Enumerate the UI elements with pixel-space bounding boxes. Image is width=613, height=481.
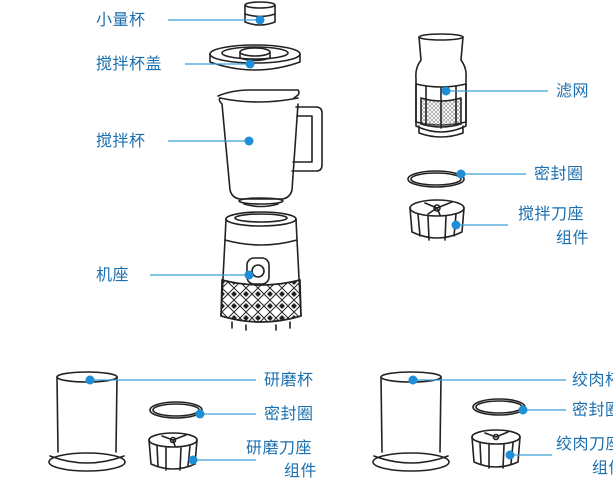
- label-blade-assembly-1-line1: 搅拌刀座: [518, 204, 585, 223]
- dot-small-cup: [255, 15, 265, 25]
- label-seal-2: 密封圈: [264, 404, 314, 423]
- seal-ring-3-drawing: [472, 398, 526, 416]
- label-blade-assembly-1-line2: 组件: [556, 228, 590, 247]
- label-grinder-cup: 研磨杯: [264, 370, 314, 389]
- label-base: 机座: [96, 265, 130, 284]
- dot-blade-3: [505, 450, 515, 460]
- dot-seal-3: [518, 405, 528, 415]
- label-blade-assembly-3-line1: 绞肉刀座: [556, 434, 613, 453]
- label-strainer: 滤网: [556, 81, 590, 100]
- blade-assembly-1-drawing: [409, 199, 465, 241]
- dot-seal-2: [195, 409, 205, 419]
- lid-drawing: [209, 44, 301, 71]
- dot-strainer: [441, 86, 451, 96]
- small-cup-drawing: [244, 1, 276, 26]
- seal-ring-2-drawing: [149, 401, 203, 419]
- label-jar: 搅拌杯: [96, 131, 146, 150]
- label-blade-assembly-2-line1: 研磨刀座: [246, 438, 313, 457]
- dot-lid: [245, 59, 255, 69]
- strainer-drawing: [415, 33, 467, 138]
- mincer-cup-drawing: [372, 371, 450, 472]
- label-mincer-cup: 绞肉杯: [572, 370, 613, 389]
- leader-lines: [90, 19, 566, 461]
- dot-blade-1: [451, 220, 461, 230]
- jar-drawing: [217, 89, 323, 208]
- base-drawing: [220, 211, 302, 331]
- dot-mincer-cup: [408, 375, 418, 385]
- blade-assembly-3-drawing: [471, 429, 521, 469]
- label-blade-assembly-2-line2: 组件: [284, 461, 318, 480]
- label-lid: 搅拌杯盖: [96, 54, 163, 73]
- dot-grinder-cup: [85, 375, 95, 385]
- label-seal-1: 密封圈: [534, 164, 584, 183]
- grinder-cup-drawing: [48, 371, 126, 472]
- seal-ring-1-drawing: [407, 170, 465, 188]
- dot-jar: [244, 136, 254, 146]
- label-seal-3: 密封圈: [572, 400, 613, 419]
- label-blade-assembly-3-line2: 组件: [592, 458, 613, 477]
- dot-base: [244, 270, 254, 280]
- blade-assembly-2-drawing: [148, 432, 198, 471]
- dot-seal-1: [456, 169, 466, 179]
- label-small-cup: 小量杯: [96, 10, 146, 29]
- dot-blade-2: [188, 455, 198, 465]
- callout-dots: [85, 15, 528, 465]
